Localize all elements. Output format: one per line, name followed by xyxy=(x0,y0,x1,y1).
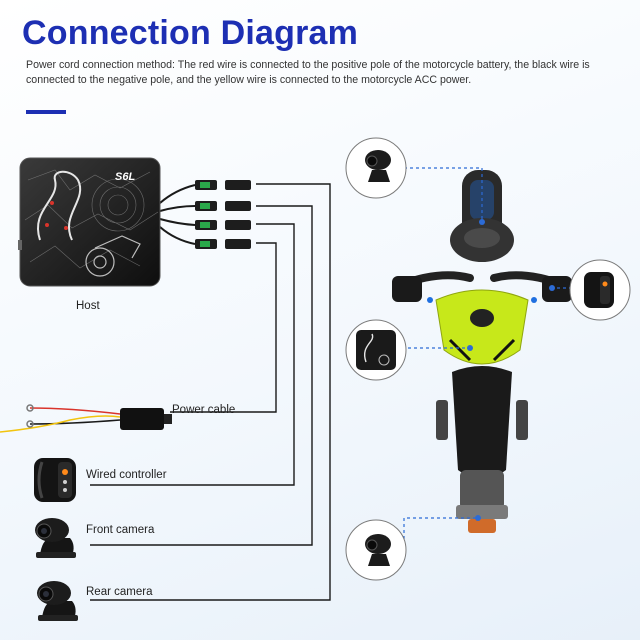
host-device xyxy=(18,157,161,287)
host-cables xyxy=(159,184,196,245)
fuse-box xyxy=(120,408,172,430)
wiring xyxy=(90,183,331,601)
front-camera-label: Front camera xyxy=(86,524,155,536)
description-text: Power cord connection method: The red wi… xyxy=(26,59,590,86)
wired-controller-icon xyxy=(34,458,76,502)
connectors xyxy=(195,180,251,249)
callout-dots xyxy=(467,219,555,521)
callout-host xyxy=(345,319,407,381)
title-underline xyxy=(26,110,66,114)
wired-controller-label: Wired controller xyxy=(86,469,167,481)
motorcycle-image xyxy=(392,170,572,533)
callout-controller xyxy=(569,259,631,321)
callout-lines xyxy=(403,167,572,545)
rear-camera-icon xyxy=(37,581,78,621)
callout-front-camera xyxy=(345,137,407,199)
host-brand: S6L xyxy=(115,171,135,183)
rear-camera-label: Rear camera xyxy=(86,586,153,598)
front-camera-icon xyxy=(35,518,76,558)
host-label: Host xyxy=(76,300,100,312)
callout-rear-camera xyxy=(345,519,407,581)
page-title: Connection Diagram xyxy=(22,14,359,52)
power-cable-wires xyxy=(0,404,121,433)
power-cable-label: Power cable xyxy=(172,404,236,416)
